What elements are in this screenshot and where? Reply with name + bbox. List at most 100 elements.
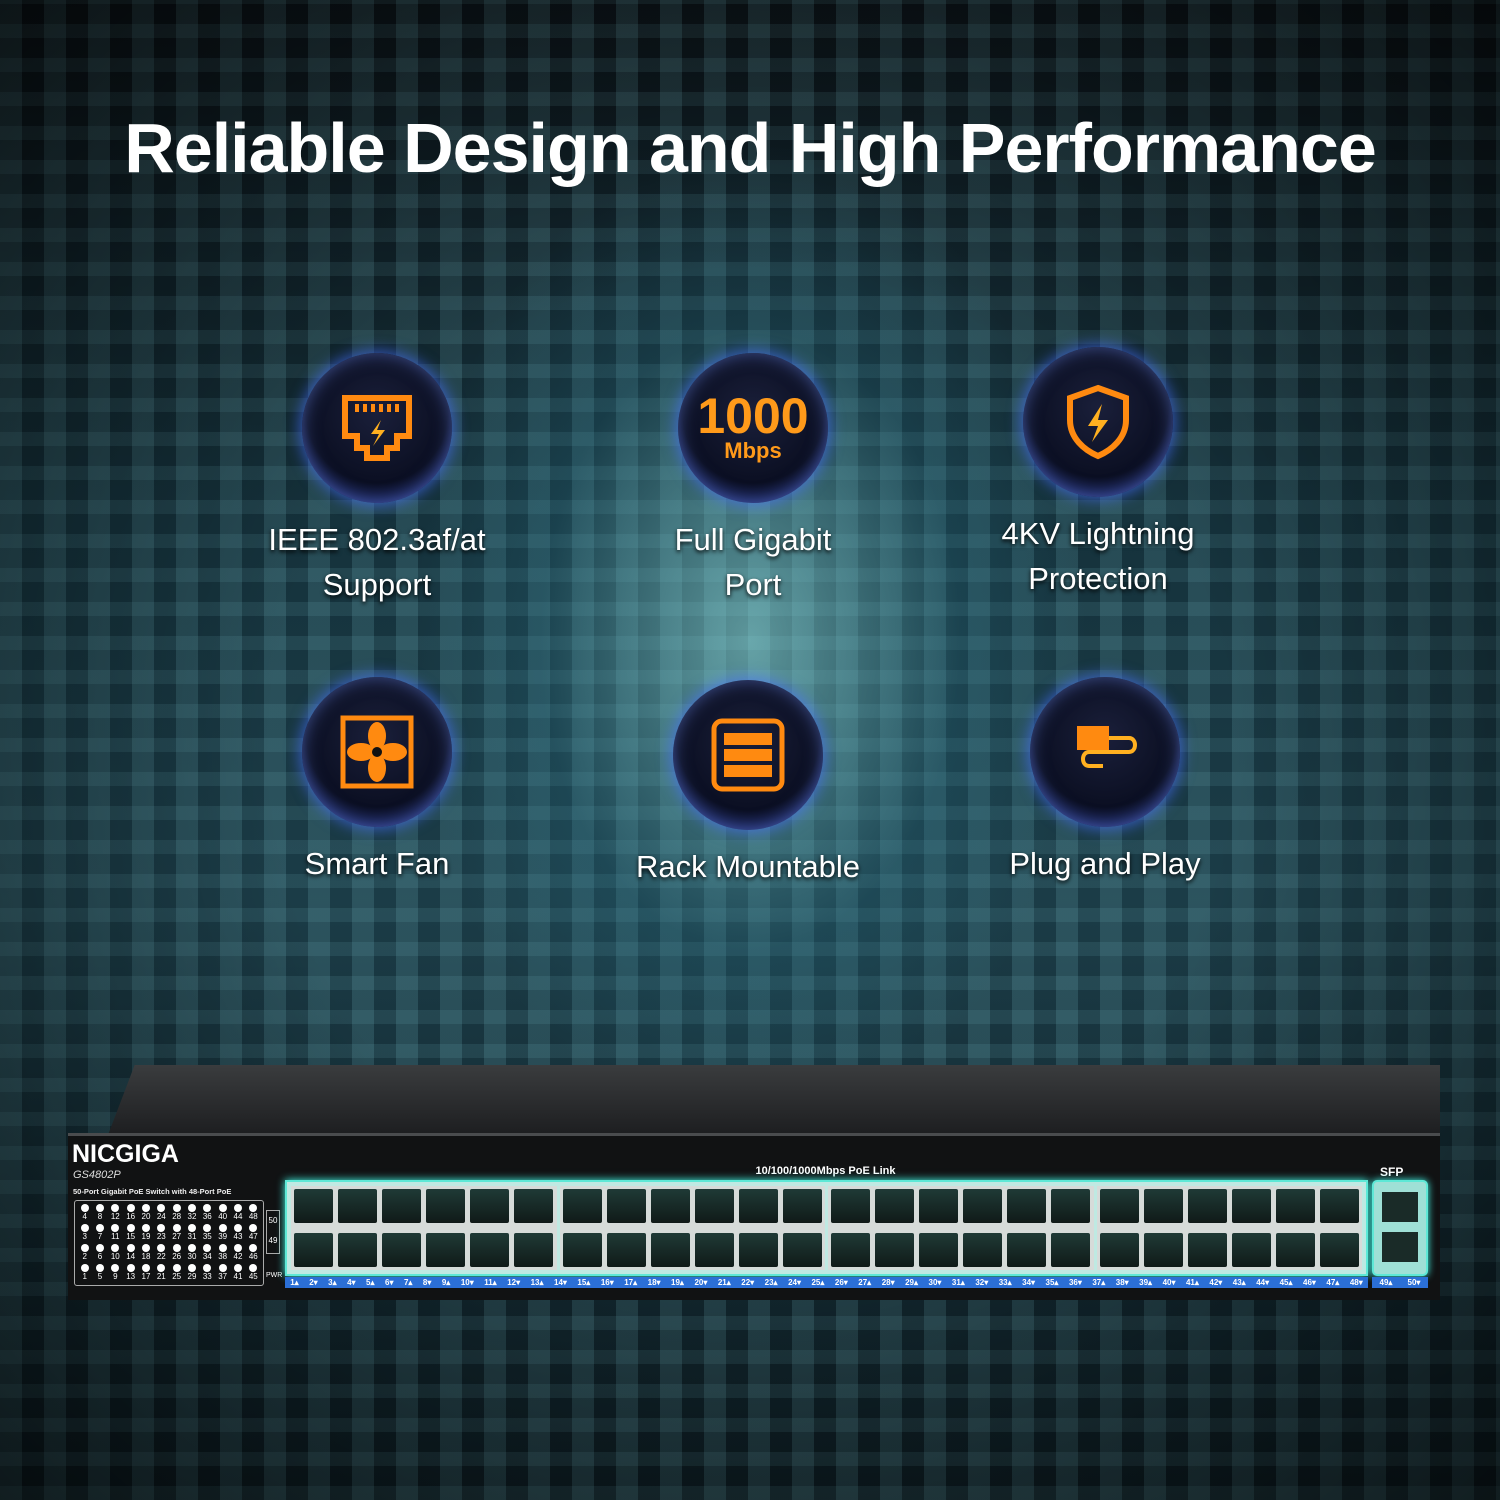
led-number: 1	[82, 1272, 87, 1281]
port-number-label: 6▾	[385, 1278, 394, 1287]
sfp-label: SFP	[1380, 1165, 1404, 1179]
port-led: 35	[200, 1223, 215, 1243]
led-number: 38	[218, 1252, 228, 1261]
port-led: 45	[246, 1263, 261, 1283]
ethernet-port-lightning-icon	[302, 353, 452, 503]
port-number-label: 37▴	[1092, 1278, 1106, 1287]
port-led: 47	[246, 1223, 261, 1243]
port-number-label: 40▾	[1162, 1278, 1176, 1287]
port-led: 41	[230, 1263, 245, 1283]
led-dot	[233, 1264, 242, 1272]
port-number-label: 30▾	[928, 1278, 942, 1287]
port-led: 34	[200, 1243, 215, 1263]
port-number-label: 11▴	[484, 1278, 497, 1287]
rj45-port	[1187, 1233, 1227, 1267]
port-number-label: 43▴	[1232, 1278, 1246, 1287]
port-label-strip: 1▴2▾3▴4▾5▴6▾7▴8▾9▴10▾11▴12▾13▴14▾15▴16▾1…	[285, 1277, 1368, 1288]
led-dot	[157, 1224, 166, 1232]
led-number: 30	[187, 1252, 197, 1261]
rj45-port	[338, 1189, 378, 1223]
led-number: 22	[156, 1252, 166, 1261]
port-number-label: 45▴	[1279, 1278, 1293, 1287]
led-number: 26	[172, 1252, 182, 1261]
led-dot	[95, 1244, 104, 1252]
port-led: 30	[184, 1243, 199, 1263]
model-number: GS4802P	[73, 1169, 121, 1181]
led-dot	[111, 1224, 120, 1232]
led-number: 20	[141, 1212, 151, 1221]
led-number: 10	[110, 1252, 120, 1261]
rj45-port	[782, 1233, 822, 1267]
port-number-label: 4▾	[347, 1278, 356, 1287]
rj45-port	[782, 1189, 822, 1223]
port-led: 15	[123, 1223, 138, 1243]
port-number-label: 17▴	[624, 1278, 638, 1287]
led-dot	[157, 1244, 166, 1252]
port-number-label: 44▾	[1256, 1278, 1270, 1287]
led-number: 13	[126, 1272, 136, 1281]
port-led: 19	[138, 1223, 153, 1243]
led-dot	[187, 1264, 196, 1272]
led-dot	[126, 1244, 135, 1252]
led-number: 45	[248, 1272, 258, 1281]
led-dot	[203, 1204, 212, 1212]
port-number-label: 2▾	[309, 1278, 318, 1287]
led-dot	[187, 1204, 196, 1212]
led-number: 35	[202, 1232, 212, 1241]
led-dot	[203, 1264, 212, 1272]
rj45-port	[1143, 1189, 1183, 1223]
led-number: 47	[248, 1232, 258, 1241]
port-group	[291, 1186, 557, 1270]
port-number-label: 25▴	[811, 1278, 825, 1287]
rj45-port	[919, 1189, 959, 1223]
badge-value: 1000	[697, 388, 809, 444]
rj45-port	[338, 1233, 378, 1267]
port-number-label: 1▴	[290, 1278, 299, 1287]
port-number-label: 10▾	[460, 1278, 474, 1287]
led-number: 14	[126, 1252, 136, 1261]
fan-icon	[302, 677, 452, 827]
port-led: 7	[92, 1223, 107, 1243]
port-number-label: 7▴	[403, 1278, 413, 1287]
led-number: 43	[233, 1232, 243, 1241]
port-number-label: 34▾	[1022, 1278, 1036, 1287]
sfp-label-strip: 49▴50▾	[1372, 1277, 1428, 1288]
port-led: 37	[215, 1263, 230, 1283]
led-dot	[141, 1244, 150, 1252]
led-number: 4	[82, 1212, 87, 1221]
led-number: 37	[218, 1272, 228, 1281]
port-led: 22	[154, 1243, 169, 1263]
port-led: 29	[184, 1263, 199, 1283]
port-number-label: 14▾	[554, 1278, 567, 1287]
led-dot	[80, 1224, 89, 1232]
led-number: 6	[97, 1252, 103, 1261]
port-led: 38	[215, 1243, 230, 1263]
port-led: 31	[184, 1223, 199, 1243]
port-led: 43	[230, 1223, 245, 1243]
led-dot	[80, 1244, 89, 1252]
rj45-port	[606, 1189, 646, 1223]
rj45-port	[1275, 1189, 1315, 1223]
port-led: 6	[92, 1243, 107, 1263]
port-led: 3	[77, 1223, 92, 1243]
sfp-port	[1382, 1192, 1418, 1222]
port-led: 12	[108, 1203, 123, 1223]
led-dot	[172, 1204, 181, 1212]
port-led: 8	[92, 1203, 107, 1223]
port-number-label: 26▾	[834, 1278, 848, 1287]
led-number: 2	[82, 1252, 87, 1261]
rj45-port	[562, 1233, 602, 1267]
page-title: Reliable Design and High Performance	[124, 109, 1377, 187]
rj45-port	[470, 1233, 510, 1267]
port-led: 26	[169, 1243, 184, 1263]
port-number-label: 47▴	[1326, 1278, 1340, 1287]
rj45-port	[831, 1233, 871, 1267]
led-number: 19	[141, 1232, 151, 1241]
led-dot	[233, 1224, 242, 1232]
rj45-port	[1007, 1189, 1047, 1223]
rj45-port	[694, 1233, 734, 1267]
led-dot	[126, 1264, 135, 1272]
